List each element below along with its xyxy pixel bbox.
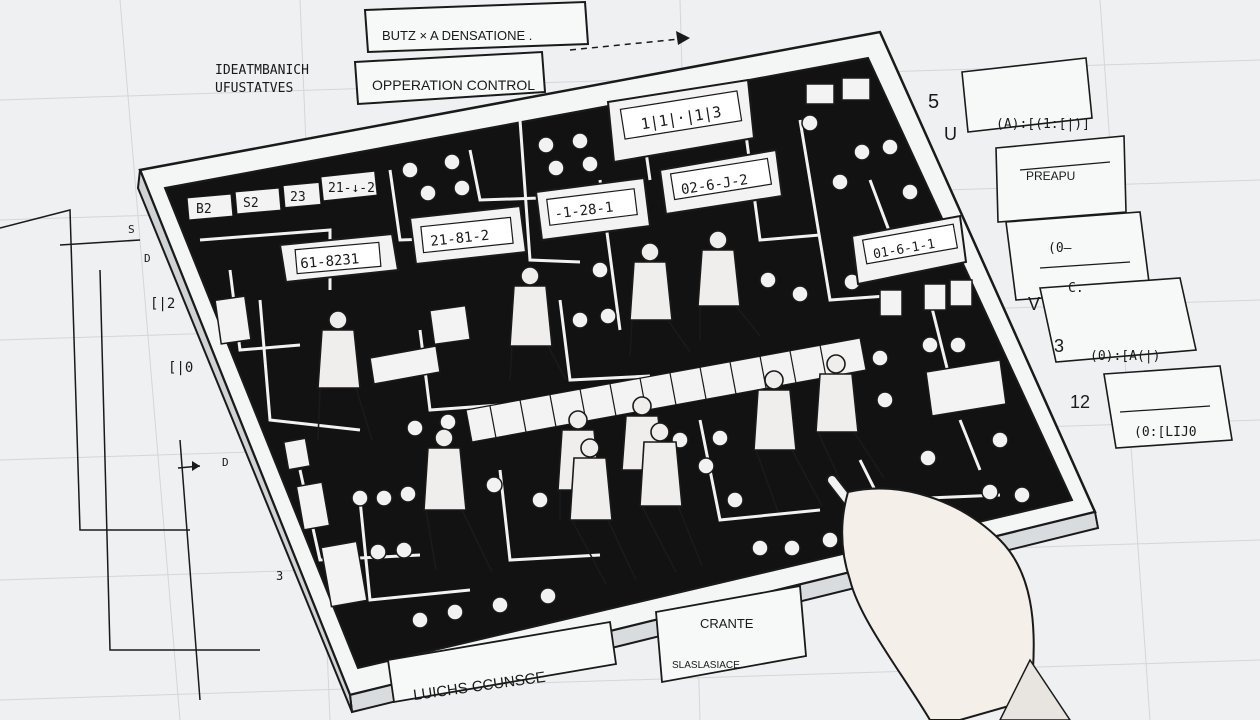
- footer-label-small: SLASLASIACE: [672, 660, 740, 671]
- right-item-4: C.: [1068, 281, 1084, 296]
- bus-label-3: 23: [290, 190, 306, 205]
- footer-box-right: [655, 584, 807, 684]
- right-panel-box-2: [995, 135, 1127, 223]
- bus-label-2: S2: [243, 196, 259, 211]
- operator-figure: [753, 370, 823, 513]
- left-margin: S D [|2 [|0 D 3: [0, 209, 283, 701]
- margin-mark-12: 12: [1070, 392, 1090, 412]
- operator-figure: [697, 230, 761, 340]
- right-item-5: (0):[A(|): [1090, 349, 1160, 364]
- header: IDEATMBANICH UFUSTATVES BUTZ × A DENSATI…: [215, 0, 691, 106]
- operator-figure: [629, 242, 691, 357]
- display-text-1: 61-8231: [300, 251, 360, 272]
- operator-figure: [509, 266, 567, 381]
- control-box: [353, 50, 547, 106]
- operator-figure: [317, 310, 373, 441]
- bus-labels: B2 S2 23 21-↓-2: [186, 170, 378, 221]
- header-label-2: UFUSTATVES: [215, 81, 293, 96]
- margin-mark-4: [|0: [168, 360, 193, 376]
- right-item-3: (0—: [1048, 241, 1072, 256]
- chip-display-5: 01-6-1-1: [850, 214, 968, 286]
- margin-mark-6: 3: [276, 569, 283, 583]
- right-panel: (A):[(1:[|)] PREAPU (0— C. (0):[A(|) (0:…: [928, 57, 1233, 449]
- footer-label-right: CRANTE: [700, 616, 754, 631]
- chip-display-1: 61-8231: [278, 232, 400, 284]
- margin-mark-5: D: [222, 456, 229, 469]
- operator-figure: [423, 428, 493, 573]
- right-panel-box-5: [1103, 365, 1233, 449]
- bus-label-4: 21-↓-2: [328, 181, 375, 196]
- bus-label-1: B2: [196, 202, 212, 217]
- operator-figure: [815, 354, 885, 481]
- right-item-6: (0:[LIJ0: [1134, 425, 1197, 440]
- arrow-right-icon: [676, 31, 690, 45]
- resistor-array: [465, 337, 867, 443]
- title-box: [363, 0, 590, 54]
- hand-with-pen: [826, 474, 1071, 720]
- display-text-3: -1-28-1: [554, 199, 615, 222]
- header-label-1: IDEATMBANICH: [215, 63, 309, 78]
- chip-display-4: 02-6-J-2: [658, 148, 784, 216]
- control-text: OPPERATION CONTROL: [372, 77, 535, 93]
- footer-box-left: [386, 620, 618, 704]
- margin-mark-2: D: [144, 252, 151, 265]
- right-panel-box-4: [1039, 277, 1197, 363]
- margin-mark-v: V: [1028, 294, 1040, 314]
- margin-mark-3: [|2: [150, 296, 175, 312]
- margin-mark-1: S: [128, 223, 135, 236]
- circuit-nodes: [351, 114, 1031, 629]
- margin-mark-3: 3: [1054, 336, 1064, 356]
- arrow-right-icon: [192, 461, 200, 471]
- right-item-2: PREAPU: [1026, 169, 1075, 183]
- chip-display-2: 21-81-2: [408, 204, 528, 266]
- component-blocks: [214, 77, 1007, 608]
- margin-mark-5: 5: [928, 91, 939, 113]
- right-panel-box-1: [961, 57, 1093, 133]
- margin-mark-u: U: [944, 124, 957, 144]
- chip-display-top: 1|1|·|1|3: [606, 78, 756, 164]
- display-text-2: 21-81-2: [430, 228, 490, 250]
- operator-figure: [569, 438, 637, 585]
- operator-figure: [639, 422, 703, 573]
- chip-display-3: -1-28-1: [534, 176, 652, 242]
- right-item-1: (A):[(1:[|)]: [996, 117, 1090, 132]
- operators: [317, 230, 885, 585]
- title-text: BUTZ × A DENSATIONE .: [382, 28, 532, 43]
